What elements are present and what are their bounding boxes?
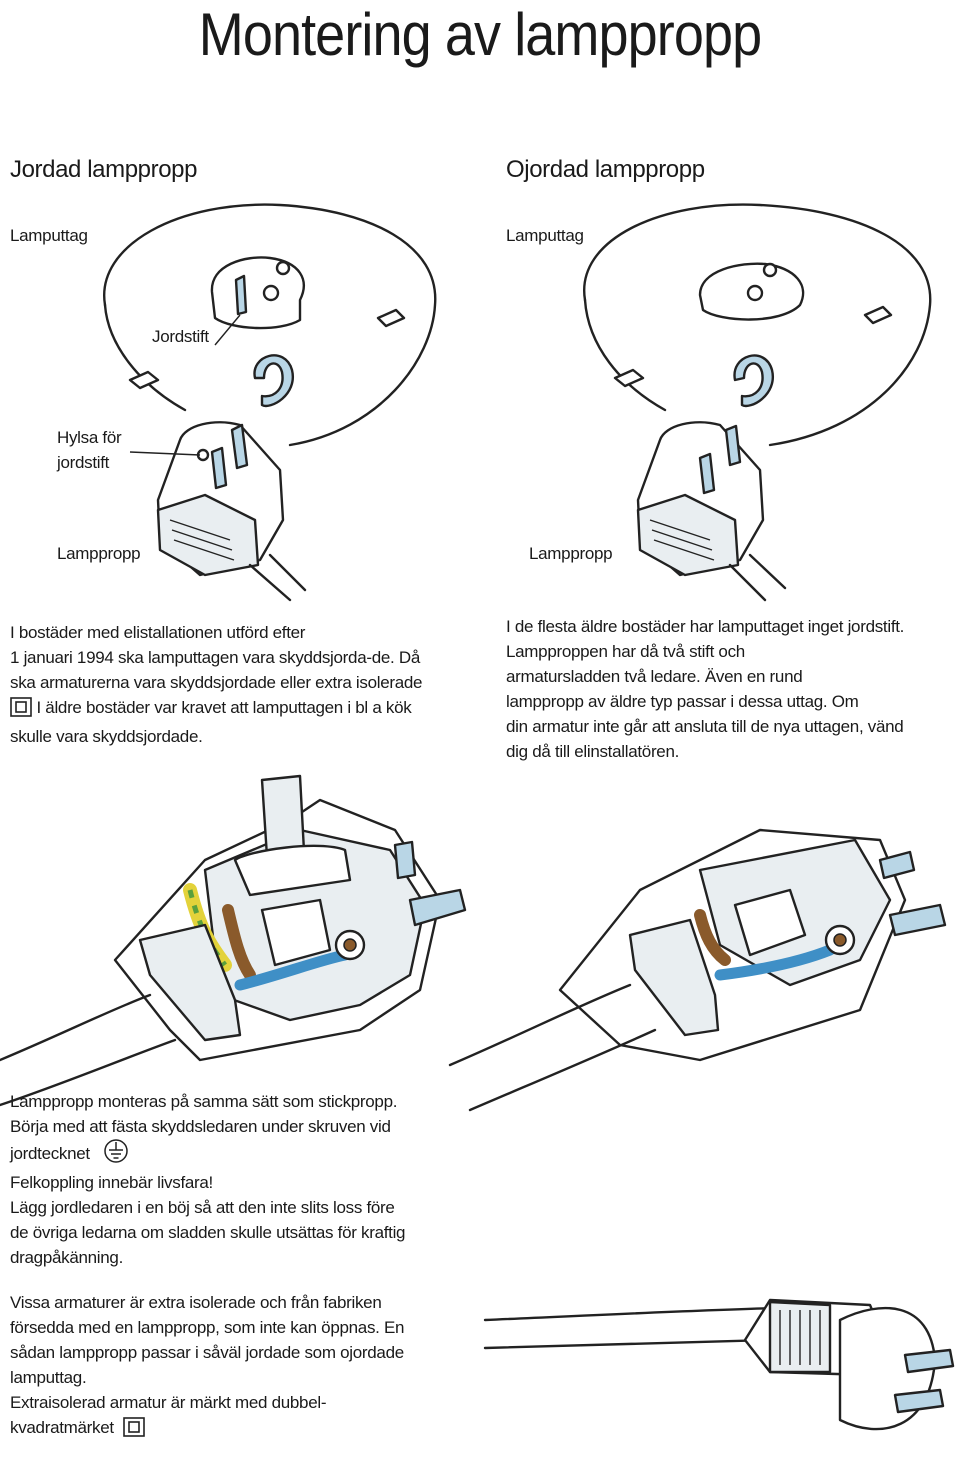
double-square-icon [122,1417,145,1444]
label-lamputtag-left: Lamputtag [10,226,88,245]
heading-jordad: Jordad lamppropp [10,156,198,183]
earth-symbol-icon [103,1139,129,1170]
double-square-icon [10,697,32,724]
label-lamppropp-left: Lamppropp [57,544,141,563]
label-lamputtag-right: Lamputtag [506,226,584,245]
paragraph-extraisolerad: Vissa armaturer är extra isolerade och f… [10,1290,405,1444]
label-lamppropp-right: Lamppropp [529,544,613,563]
paragraph-jordad: I bostäder med elistallationen utförd ef… [10,623,423,746]
paragraph-ojordad: I de flesta äldre bostäder har lamputtag… [506,617,905,761]
page-title: Montering av lamppropp [198,1,762,68]
label-hylsa-line2: jordstift [57,453,110,472]
paragraph-montering: Lamppropp monteras på samma sätt som sti… [10,1092,406,1267]
label-hylsa-line1: Hylsa för [57,428,122,447]
label-jordstift: Jordstift [152,327,209,346]
heading-ojordad: Ojordad lamppropp [506,156,705,183]
